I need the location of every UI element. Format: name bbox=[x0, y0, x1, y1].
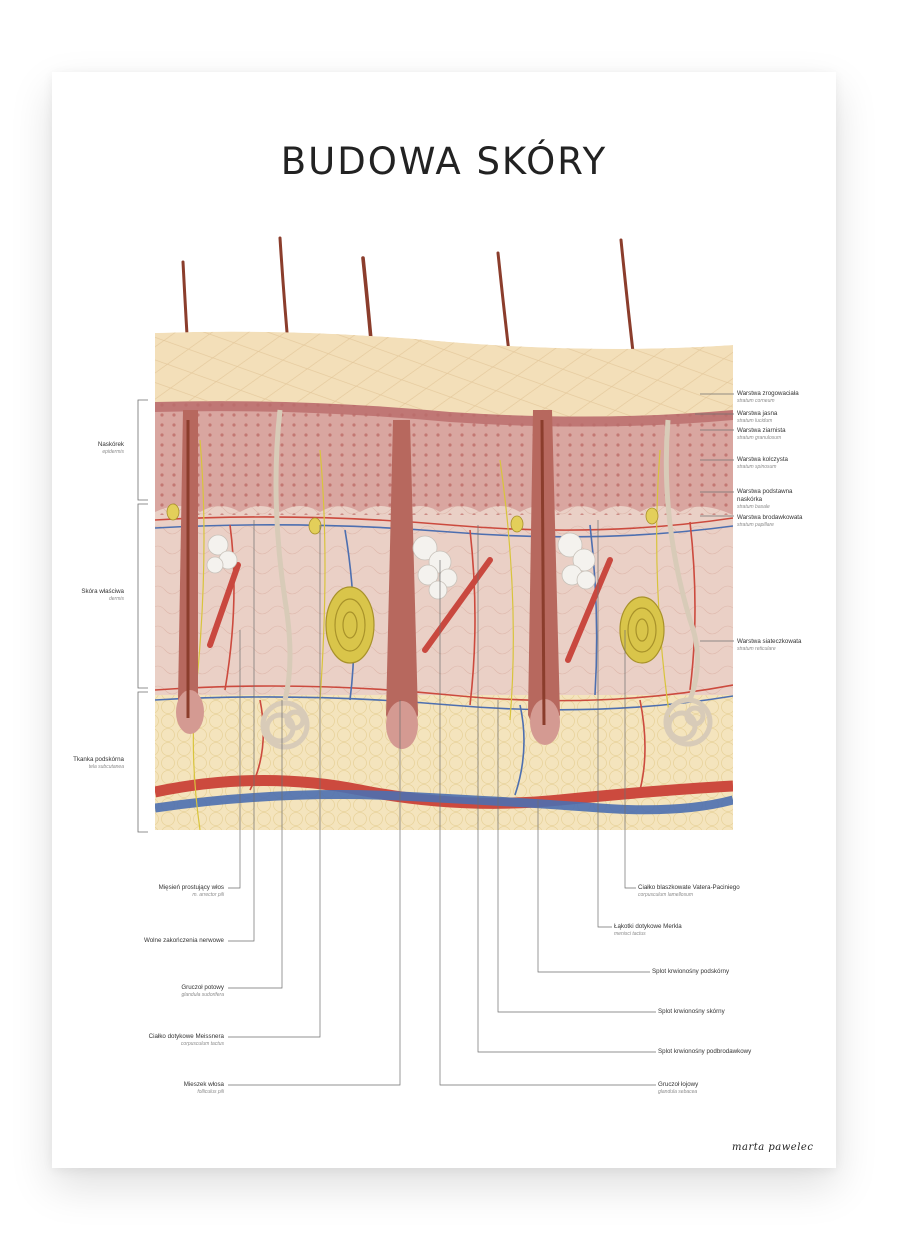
label-sweat-gland: Gruczoł potowy glandula sudorifera bbox=[88, 984, 224, 999]
artist-signature: marta pawelec bbox=[732, 1142, 814, 1153]
label-stratum-spinosum: Warstwa kolczysta stratum spinosum bbox=[737, 456, 788, 471]
label-name: Skóra właściwa bbox=[81, 588, 124, 595]
label-name: Warstwa brodawkowata bbox=[737, 514, 803, 521]
label-name: Warstwa podstawna naskórka bbox=[737, 488, 793, 503]
label-latin: stratum granulosum bbox=[737, 435, 782, 441]
label-subpapillary-plexus: Splot krwionośny podbrodawkowy bbox=[658, 1048, 751, 1056]
label-dermis: Skóra właściwa dermis bbox=[60, 588, 124, 603]
label-name: Warstwa kolczysta bbox=[737, 456, 788, 463]
label-name: Ciałko blaszkowate Vatera-Paciniego bbox=[638, 884, 740, 891]
arrector-pili-muscles bbox=[207, 557, 613, 663]
sebaceous-glands bbox=[206, 532, 596, 600]
hair-follicle bbox=[386, 420, 418, 738]
vein-main bbox=[155, 790, 733, 815]
label-free-nerve-endings: Wolne zakończenia nerwowe bbox=[88, 937, 224, 945]
label-latin: glandula sudorifera bbox=[181, 992, 224, 998]
label-latin: corpusculum tactus bbox=[180, 1041, 224, 1047]
label-latin: glandula sebacea bbox=[658, 1089, 698, 1095]
label-name: Gruczoł łojowy bbox=[658, 1081, 699, 1088]
label-latin: stratum papillare bbox=[737, 522, 774, 528]
label-latin: tela subcutanea bbox=[88, 764, 124, 770]
label-subcutaneous-plexus: Splot krwionośny podskórny bbox=[652, 968, 729, 976]
label-dermal-plexus: Splot krwionośny skórny bbox=[658, 1008, 725, 1016]
right-leader-lines bbox=[695, 393, 734, 642]
label-latin: folliculus pili bbox=[197, 1089, 224, 1095]
skin-block bbox=[155, 331, 733, 830]
label-stratum-corneum: Warstwa zrogowaciała stratum corneum bbox=[737, 390, 799, 405]
label-latin: stratum lucidum bbox=[737, 418, 773, 424]
hair-follicles bbox=[176, 410, 560, 749]
label-name: Warstwa ziarnista bbox=[737, 427, 786, 434]
label-hair-follicle: Mieszek włosa folliculus pili bbox=[88, 1081, 224, 1096]
label-name: Ciałko dotykowe Meissnera bbox=[148, 1033, 224, 1040]
label-name: Mięsień prostujący włos bbox=[158, 884, 224, 891]
label-latin: stratum basale bbox=[737, 504, 770, 510]
label-name: Splot krwionośny skórny bbox=[658, 1008, 725, 1015]
meissner-corpuscles bbox=[166, 503, 659, 535]
layer-brackets bbox=[137, 399, 148, 833]
label-name: Warstwa jasna bbox=[737, 410, 778, 417]
label-latin: stratum spinosum bbox=[737, 464, 777, 470]
label-latin: dermis bbox=[108, 596, 124, 602]
label-stratum-reticulare: Warstwa siateczkowata stratum reticulare bbox=[737, 638, 801, 653]
sweat-glands bbox=[260, 409, 713, 750]
label-latin: corpusculum lamellosum bbox=[638, 892, 694, 898]
label-latin: stratum reticulare bbox=[737, 646, 776, 652]
label-arrector-pili: Mięsień prostujący włos m. arrector pili bbox=[88, 884, 224, 899]
label-name: Splot krwionośny podbrodawkowy bbox=[658, 1048, 752, 1055]
bottom-right-leader-lines bbox=[439, 520, 656, 1086]
label-meissner: Ciałko dotykowe Meissnera corpusculum ta… bbox=[88, 1033, 224, 1048]
label-name: Warstwa zrogowaciała bbox=[737, 390, 799, 397]
label-name: Łąkotki dotykowe Merkla bbox=[614, 923, 682, 930]
label-stratum-granulosum: Warstwa ziarnista stratum granulosum bbox=[737, 427, 786, 442]
page-title: BUDOWA SKÓRY bbox=[280, 140, 608, 183]
label-name: Mieszek włosa bbox=[183, 1081, 224, 1088]
dermal-vessels bbox=[155, 516, 733, 796]
label-name: Wolne zakończenia nerwowe bbox=[143, 937, 224, 944]
label-name: Warstwa siateczkowata bbox=[737, 638, 802, 645]
label-latin: epidermis bbox=[102, 449, 124, 455]
label-subcutaneous: Tkanka podskórna tela subcutanea bbox=[60, 756, 124, 771]
label-sebaceous-gland: Gruczoł łojowy glandula sebacea bbox=[658, 1081, 698, 1096]
label-latin: menisci tactus bbox=[614, 931, 646, 937]
label-pacinian: Ciałko blaszkowate Vatera-Paciniego corp… bbox=[638, 884, 740, 899]
bottom-left-leader-lines bbox=[228, 520, 401, 1086]
label-latin: stratum corneum bbox=[737, 398, 775, 404]
label-name: Tkanka podskórna bbox=[73, 756, 124, 763]
label-epidermis: Naskórek epidermis bbox=[60, 441, 124, 456]
label-stratum-papillare: Warstwa brodawkowata stratum papillare bbox=[737, 514, 802, 529]
label-merkel: Łąkotki dotykowe Merkla menisci tactus bbox=[614, 923, 682, 938]
label-name: Splot krwionośny podskórny bbox=[652, 968, 730, 975]
label-name: Gruczoł potowy bbox=[181, 984, 224, 991]
pacinian-corpuscles bbox=[325, 586, 665, 664]
label-stratum-lucidum: Warstwa jasna stratum lucidum bbox=[737, 410, 777, 425]
label-stratum-basale: Warstwa podstawna naskórka stratum basal… bbox=[737, 488, 795, 511]
label-latin: m. arrector pili bbox=[192, 892, 224, 898]
label-name: Naskórek bbox=[97, 441, 124, 448]
